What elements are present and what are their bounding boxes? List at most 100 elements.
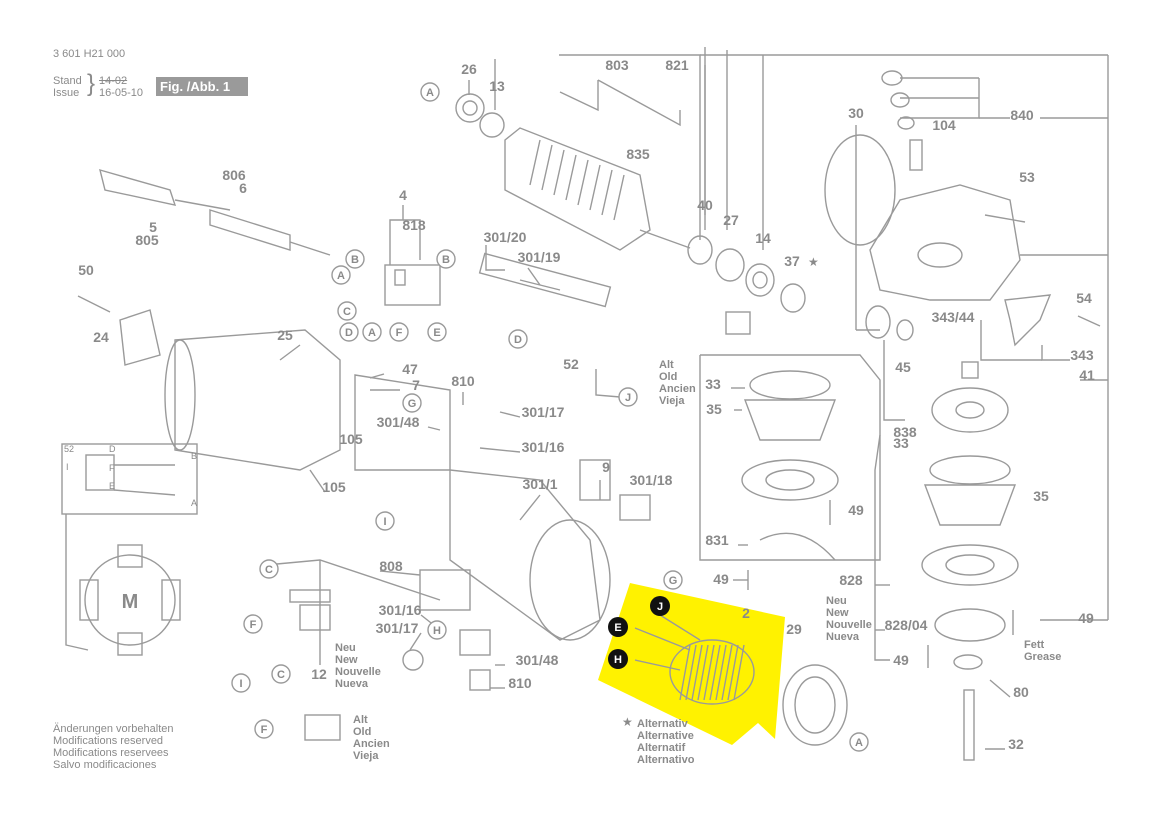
- leader-line: [379, 570, 421, 576]
- bracket-icon: [119, 309, 161, 366]
- bearing-icon: [462, 100, 478, 116]
- issue-label: Issue: [53, 87, 80, 99]
- schematic-label: A: [191, 498, 197, 508]
- connector-marker-icon: [339, 322, 359, 342]
- stator-winding: [679, 644, 691, 701]
- leader-line: [989, 679, 1011, 698]
- part-number-label: 828: [839, 572, 863, 588]
- connector-marker-icon: [427, 322, 447, 342]
- connector-marker-icon: [345, 249, 365, 269]
- leader-line: [980, 320, 1042, 361]
- spindle-icon: [963, 689, 975, 761]
- leader-line: [559, 80, 599, 112]
- new-version-label: Neu: [826, 595, 847, 607]
- bearing-flange-icon: [921, 544, 1019, 586]
- stator-winding: [709, 644, 721, 701]
- brush-icon: [469, 669, 491, 691]
- connector-marker-icon: [650, 596, 670, 616]
- flange-plate-icon: [923, 484, 1017, 526]
- doc-number: 3 601 H21 000: [53, 48, 126, 60]
- spindle-flange-icon: [929, 455, 1011, 485]
- part-number-label: 6: [239, 180, 247, 196]
- part-number-label: 301/20: [484, 229, 527, 245]
- part-number-label: 5: [149, 219, 157, 235]
- spring-icon: [890, 92, 910, 108]
- stator-lead: [634, 627, 691, 651]
- connector-marker-icon: [259, 559, 279, 579]
- old-date: 14-02: [99, 75, 128, 87]
- schematic-wire: [65, 514, 89, 651]
- stator-winding: [715, 644, 727, 701]
- star-icon: ★: [808, 255, 819, 269]
- grease-label: Grease: [1024, 651, 1061, 663]
- armature-winding: [589, 164, 601, 211]
- alt-old-label: Alt: [659, 359, 674, 371]
- connector-letter: H: [614, 654, 622, 666]
- connector-letter: J: [657, 601, 663, 613]
- brush-holder-icon: [459, 629, 491, 656]
- connector-letter: B: [442, 254, 450, 266]
- part-number-label: 301/17: [376, 620, 419, 636]
- connector-letter: H: [433, 625, 441, 637]
- lock-lever-icon: [1004, 294, 1052, 347]
- part-number-label: 33: [705, 376, 721, 392]
- connector-marker-icon: [389, 322, 409, 342]
- connector-letter: D: [345, 327, 353, 339]
- spring-icon: [402, 649, 424, 671]
- switch-lever: [394, 269, 406, 286]
- part-number-label: 26: [461, 61, 477, 77]
- part-number-label: 13: [489, 78, 505, 94]
- leader-line: [1041, 345, 1070, 361]
- label-plate-icon: [579, 459, 611, 501]
- label-plate-icon: [419, 569, 471, 611]
- leader-line: [595, 369, 621, 398]
- part-number-label: 7: [412, 377, 420, 393]
- screw-icon: [1077, 315, 1101, 327]
- part-number-label: 301/16: [522, 439, 565, 455]
- part-number-label: 45: [895, 359, 911, 375]
- armature-shaft: [639, 229, 691, 249]
- part-number-label: 301/17: [522, 404, 565, 420]
- part-number-label: 821: [665, 57, 689, 73]
- modifications-notes: Änderungen vorbehalten Modifications res…: [53, 723, 173, 771]
- connector-letter: C: [343, 306, 351, 318]
- alt-frame: [699, 354, 881, 561]
- schematic-wire: [113, 489, 176, 496]
- part-number-label: 35: [706, 401, 722, 417]
- part-number-label: 24: [93, 329, 109, 345]
- part-number-label: 32: [1008, 736, 1024, 752]
- schematic-label: B: [191, 451, 197, 461]
- bearing-flange-inner: [945, 554, 995, 576]
- connector-marker-icon: [337, 301, 357, 321]
- connector-letter: I: [239, 678, 242, 690]
- motor-housing-end: [164, 339, 196, 451]
- screw-icon: [77, 295, 111, 313]
- connector-marker-icon: [849, 732, 869, 752]
- part-number-label: 33: [893, 435, 909, 451]
- part-number-label: 105: [339, 431, 363, 447]
- field-coil-icon: [79, 579, 99, 621]
- cable-sleeve-icon: [209, 209, 291, 251]
- part-number-label: 818: [402, 217, 426, 233]
- part-number-label: 54: [1076, 290, 1092, 306]
- part-number-label: 37: [784, 253, 800, 269]
- stator-winding: [697, 644, 709, 701]
- connector-marker-icon: [271, 664, 291, 684]
- alternative-label: Alternatif: [637, 742, 686, 754]
- part-number-label: 105: [322, 479, 346, 495]
- part-number-label: 301/19: [518, 249, 561, 265]
- armature-winding: [553, 149, 565, 196]
- part-number-label: 301/48: [377, 414, 420, 430]
- part-number-label: 12: [311, 666, 327, 682]
- ring-icon: [897, 116, 915, 130]
- leader-line: [479, 447, 521, 453]
- part-number-label: 40: [697, 197, 713, 213]
- bearing-flange-inner: [765, 469, 815, 491]
- cable-icon: [174, 199, 231, 211]
- brush-icon: [117, 632, 143, 656]
- connector-marker-icon: [508, 329, 528, 349]
- part-number-label: 808: [379, 558, 403, 574]
- part-number-label: 9: [602, 459, 610, 475]
- part-number-label: 49: [713, 571, 729, 587]
